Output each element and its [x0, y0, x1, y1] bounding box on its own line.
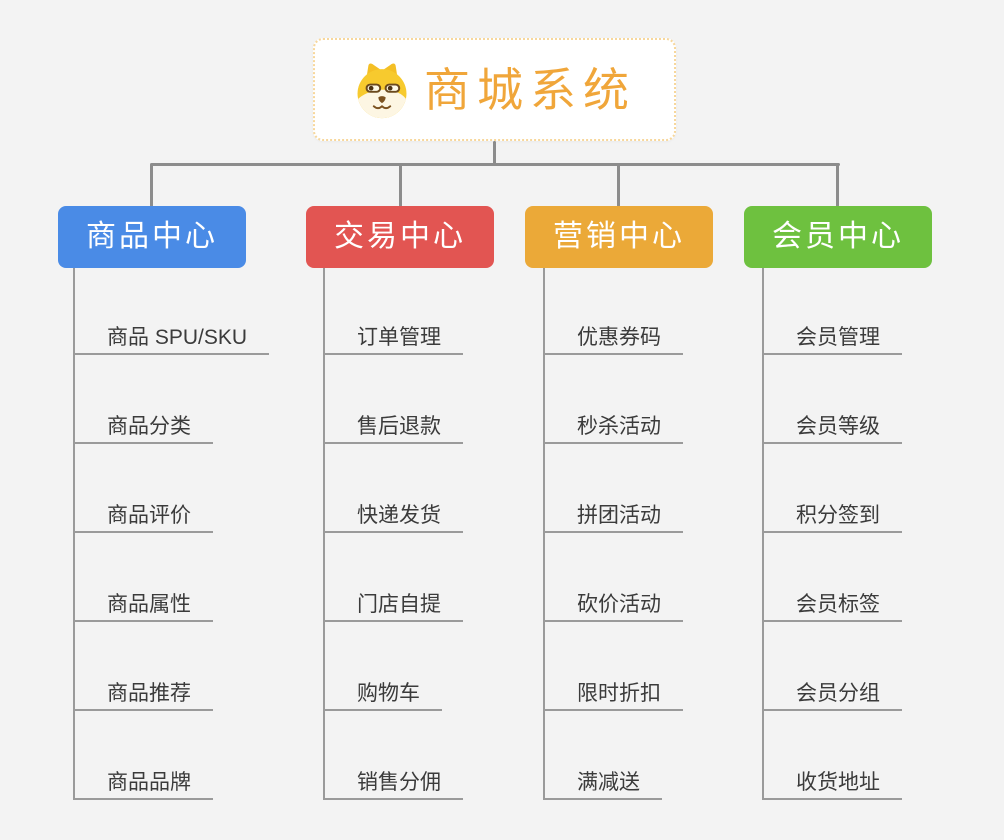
leaf-node[interactable]: 销售分佣: [323, 760, 463, 800]
leaf-node[interactable]: 商品属性: [73, 582, 213, 622]
branch-column-product: 商品 SPU/SKU 商品分类 商品评价 商品属性 商品推荐 商品品牌: [73, 268, 315, 800]
connector-drop-branch-1: [150, 163, 153, 207]
connector-drop-branch-2: [399, 163, 402, 207]
leaf-node[interactable]: 积分签到: [762, 493, 902, 533]
shiba-dog-face-icon: [357, 63, 407, 118]
leaf-node[interactable]: 满减送: [543, 760, 662, 800]
connector-horizontal-bar: [151, 163, 840, 166]
leaf-node[interactable]: 购物车: [323, 671, 442, 711]
leaf-node[interactable]: 商品 SPU/SKU: [73, 315, 270, 355]
leaf-node[interactable]: 商品评价: [73, 493, 213, 533]
branch-node-marketing-center[interactable]: 营销中心: [525, 206, 713, 268]
leaf-node[interactable]: 会员管理: [762, 315, 902, 355]
root-title: 商城系统: [424, 63, 636, 116]
branch-column-member: 会员管理 会员等级 积分签到 会员标签 会员分组 收货地址: [762, 268, 1004, 800]
leaf-node[interactable]: 快递发货: [323, 493, 463, 533]
leaf-node[interactable]: 限时折扣: [543, 671, 683, 711]
leaf-node[interactable]: 会员等级: [762, 404, 902, 444]
leaf-node[interactable]: 商品推荐: [73, 671, 213, 711]
branch-node-trade-center[interactable]: 交易中心: [306, 206, 494, 268]
leaf-node[interactable]: 会员标签: [762, 582, 902, 622]
leaf-node[interactable]: 商品分类: [73, 404, 213, 444]
root-node-mall-system[interactable]: 商城系统: [313, 38, 676, 141]
leaf-node[interactable]: 秒杀活动: [543, 404, 683, 444]
leaf-node[interactable]: 优惠券码: [543, 315, 683, 355]
leaf-node[interactable]: 售后退款: [323, 404, 463, 444]
leaf-node[interactable]: 拼团活动: [543, 493, 683, 533]
leaf-node[interactable]: 订单管理: [323, 315, 463, 355]
connector-drop-branch-4: [836, 163, 839, 207]
leaf-node[interactable]: 砍价活动: [543, 582, 683, 622]
branch-column-marketing: 优惠券码 秒杀活动 拼团活动 砍价活动 限时折扣 满减送: [543, 268, 785, 800]
leaf-node[interactable]: 会员分组: [762, 671, 902, 711]
branch-column-trade: 订单管理 售后退款 快递发货 门店自提 购物车 销售分佣: [323, 268, 565, 800]
branch-node-member-center[interactable]: 会员中心: [744, 206, 932, 268]
connector-drop-branch-3: [617, 163, 620, 207]
connector-root-stub: [493, 141, 496, 165]
leaf-node[interactable]: 收货地址: [762, 760, 902, 800]
branch-node-product-center[interactable]: 商品中心: [58, 206, 246, 268]
leaf-node[interactable]: 商品品牌: [73, 760, 213, 800]
leaf-node[interactable]: 门店自提: [323, 582, 463, 622]
